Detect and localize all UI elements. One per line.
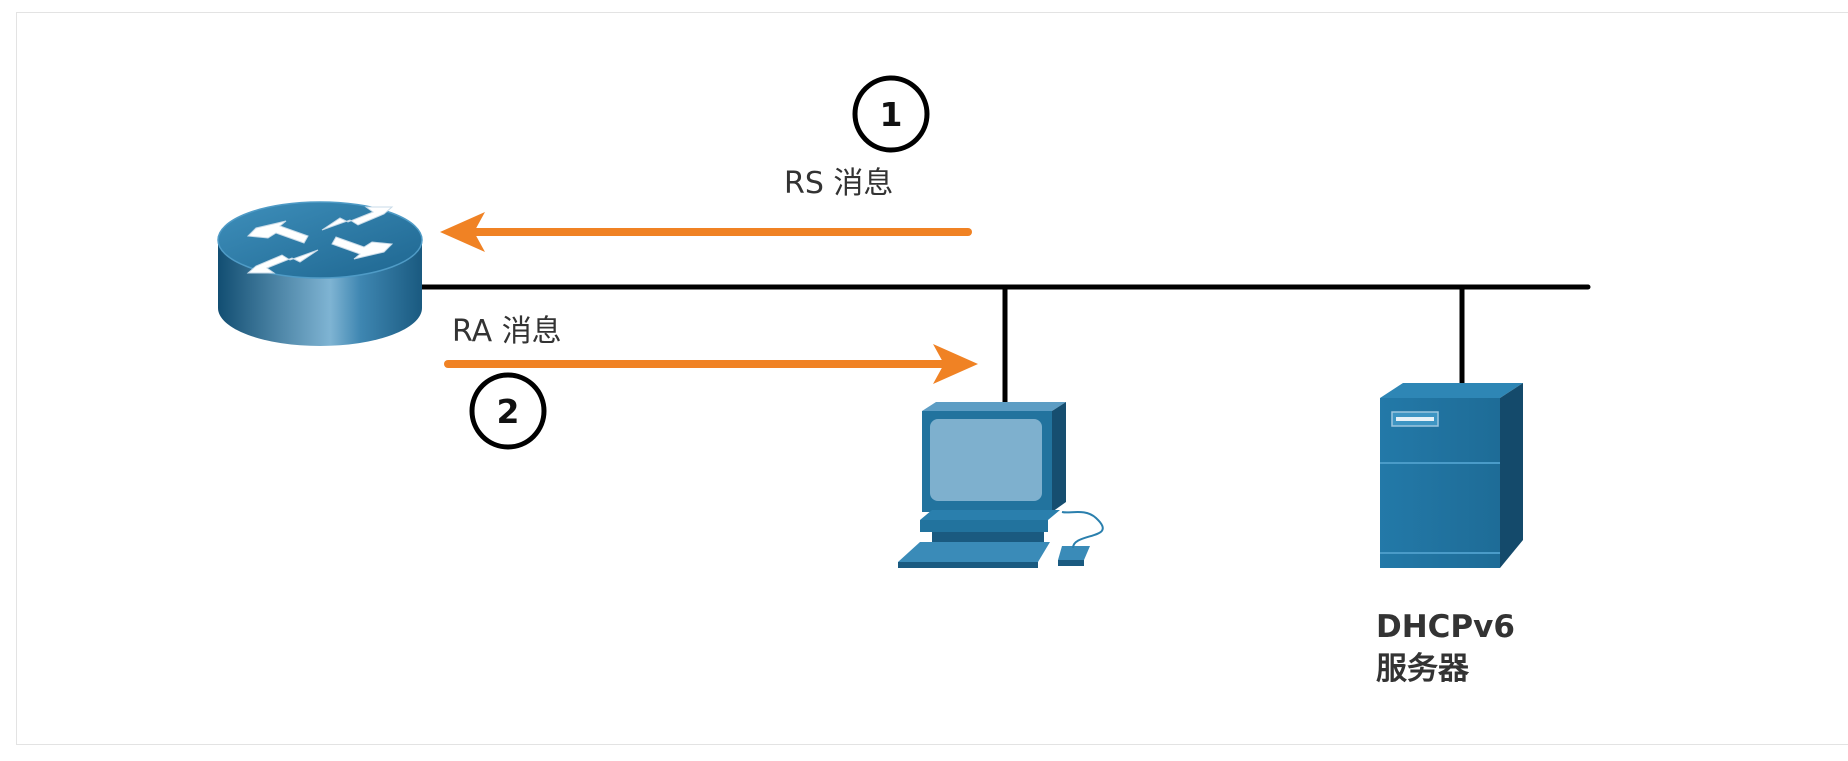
server-label-line1: DHCPv6 [1376,609,1515,645]
server-icon [1380,383,1523,568]
pc-icon [898,402,1104,568]
step-1-number: 1 [879,94,903,134]
ra-message-arrow [444,344,978,384]
server-label-line2: 服务器 [1376,651,1469,687]
diagram-frame [16,12,1848,745]
server-label: DHCPv6 服务器 [1376,606,1515,690]
ra-message-label: RA 消息 [452,314,562,349]
router-icon [217,201,423,346]
rs-message-arrow [440,212,972,252]
step-1-circle [852,75,930,153]
step-2-circle [469,372,547,450]
step-2-number: 2 [496,391,520,431]
rs-message-label: RS 消息 [784,166,894,201]
